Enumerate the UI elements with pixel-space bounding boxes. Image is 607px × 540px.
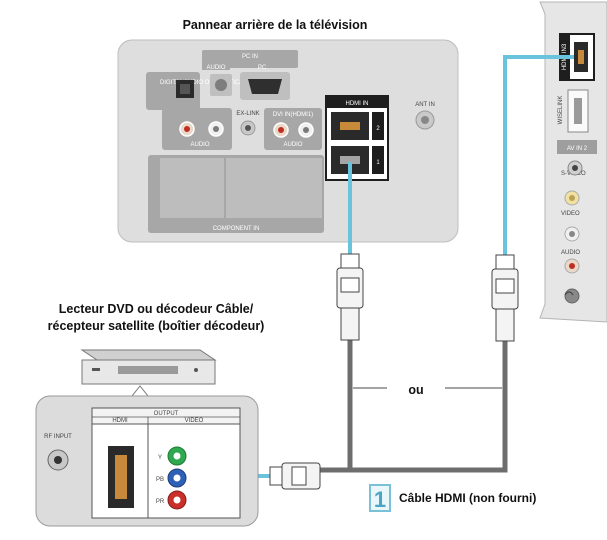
hdmi-cable-callout-label: Câble HDMI (non fourni) (399, 491, 537, 505)
video-label: VIDEO (561, 211, 580, 217)
side-audio-label: AUDIO (561, 250, 580, 256)
dvd-player-device (80, 349, 217, 397)
or-label: ou (387, 383, 445, 397)
component-in-label: COMPONENT IN (213, 226, 260, 232)
svg-text:AUDIO: AUDIO (283, 142, 302, 148)
av-in2-label: AV IN 2 (567, 146, 588, 152)
device-hdmi-label: HDMI (112, 418, 128, 424)
vga-port (248, 79, 282, 94)
cable-to-hdmi3 (503, 55, 574, 255)
output-label: OUTPUT (154, 411, 179, 417)
port-2-label: 2 (376, 126, 380, 132)
pb-label: PB (156, 477, 164, 483)
svg-text:AUDIO: AUDIO (190, 142, 209, 148)
y-label: Y (158, 455, 162, 461)
wiselink-label: WISELINK (558, 96, 564, 125)
callout-number-badge: 1 (369, 484, 391, 512)
disc-tray (118, 366, 178, 374)
hdmi-in-label: HDMI IN (346, 101, 369, 107)
gray-cable-2 (350, 340, 508, 473)
device-title-line2: récepteur satellite (boîtier décodeur) (47, 319, 265, 333)
pr-label: PR (156, 499, 165, 505)
pointer-arrow (130, 385, 150, 397)
gray-cable-1 (320, 340, 353, 473)
tv-rear-panel: PC IN AUDIO PC DIGITAL AUDIO OUT (OPTICA… (117, 39, 459, 243)
device-video-label: VIDEO (185, 418, 204, 424)
digital-audio-label: DIGITAL AUDIO OUT (OPTICAL) (160, 80, 249, 86)
headphone-jack (564, 288, 580, 304)
ant-in-label: ANT IN (415, 102, 435, 108)
pc-label: PC (258, 65, 267, 71)
hdmi-connector-1 (336, 253, 364, 341)
pc-audio-jack (215, 79, 227, 91)
pc-in-label: PC IN (242, 54, 258, 60)
dvi-in-label: DVI IN(HDMI1) (273, 112, 313, 118)
tv-side-panel: HDMI IN3 WISELINK AV IN 2 S-VIDEO VIDEO … (539, 1, 607, 323)
hdmi-connector-2 (491, 254, 519, 342)
device-title-line1: Lecteur DVD ou décodeur Câble/ (58, 302, 254, 316)
device-output-panel: OUTPUT HDMI VIDEO RF INPUT Y PB PR (35, 395, 259, 527)
pc-audio-label: AUDIO (206, 65, 225, 71)
headphone-icon (564, 291, 574, 296)
port-1-label: 1 (376, 160, 380, 166)
ex-link-label: EX-LINK (236, 111, 259, 117)
hdmi-connector-3 (269, 462, 321, 490)
tv-panel-title: Pannear arrière de la télévision (182, 18, 368, 32)
rf-input-label: RF INPUT (44, 434, 72, 440)
